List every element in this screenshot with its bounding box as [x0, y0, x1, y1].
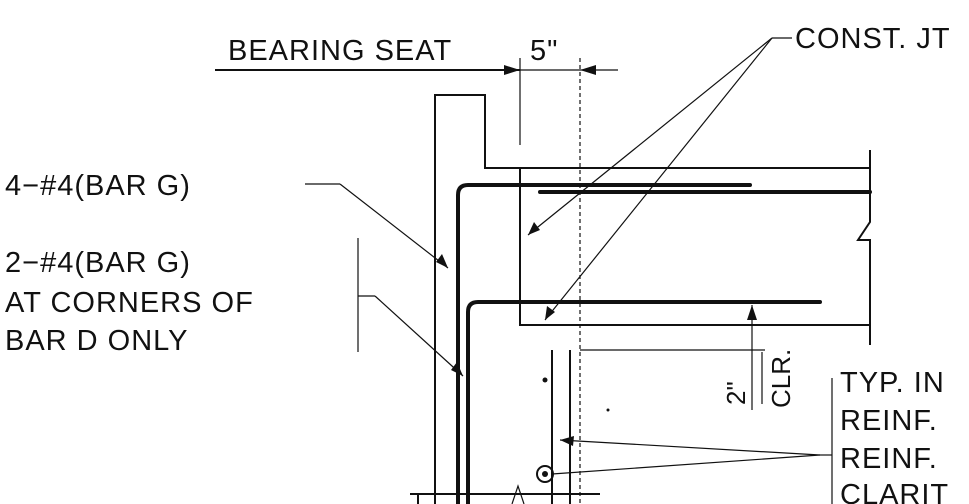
clearance-value-label: 2" [721, 381, 751, 405]
dimension-5in-label: 5" [530, 35, 558, 67]
clearance-label-group: 2" [721, 381, 751, 405]
note-arrow-1 [560, 436, 574, 446]
const-joint-arrow-1 [528, 222, 540, 235]
rebar-dot-1 [542, 377, 548, 383]
clearance-arrow [747, 305, 757, 320]
rebar-bar-g-lower [466, 300, 822, 504]
note-line-3: REINF. [840, 443, 938, 475]
wall-outline-upper [434, 94, 870, 504]
const-joint-label: CONST. JT [795, 23, 951, 55]
bar-g-4-leader [339, 183, 449, 269]
bar-g-2-label-line3: BAR D ONLY [5, 325, 189, 357]
rebar-bar-g-upper [456, 183, 752, 504]
break-symbol [511, 484, 525, 504]
deck-outline [519, 168, 870, 326]
clearance-unit-group: CLR. [766, 349, 796, 408]
note-leader-2 [551, 454, 821, 475]
bar-g-2-leader [374, 295, 464, 377]
note-leader-1 [559, 439, 821, 456]
dimension-arrow-right [580, 65, 596, 75]
deck-break-line [856, 150, 871, 345]
rebar-dot-2 [606, 408, 610, 412]
bar-g-2-label-line2: AT CORNERS OF [5, 287, 254, 319]
const-joint-leader-1 [527, 37, 773, 236]
bar-g-4-arrow [436, 254, 448, 268]
clearance-unit-label: CLR. [766, 349, 796, 408]
note-line-2: REINF. [840, 405, 938, 437]
note-line-4: CLARIT [840, 479, 949, 504]
const-joint-arrow-2 [545, 306, 555, 320]
bearing-seat-label: BEARING SEAT [228, 35, 452, 67]
bar-g-2-arrow [451, 362, 463, 376]
rebar-section-dot [542, 471, 548, 477]
note-line-1: TYP. IN [840, 367, 945, 399]
dimension-arrow-left [504, 65, 520, 75]
bar-g-2-label-line1: 2−#4(BAR G) [5, 247, 191, 279]
const-joint-leader-2 [544, 37, 773, 321]
bar-g-4-label: 4−#4(BAR G) [5, 170, 191, 202]
